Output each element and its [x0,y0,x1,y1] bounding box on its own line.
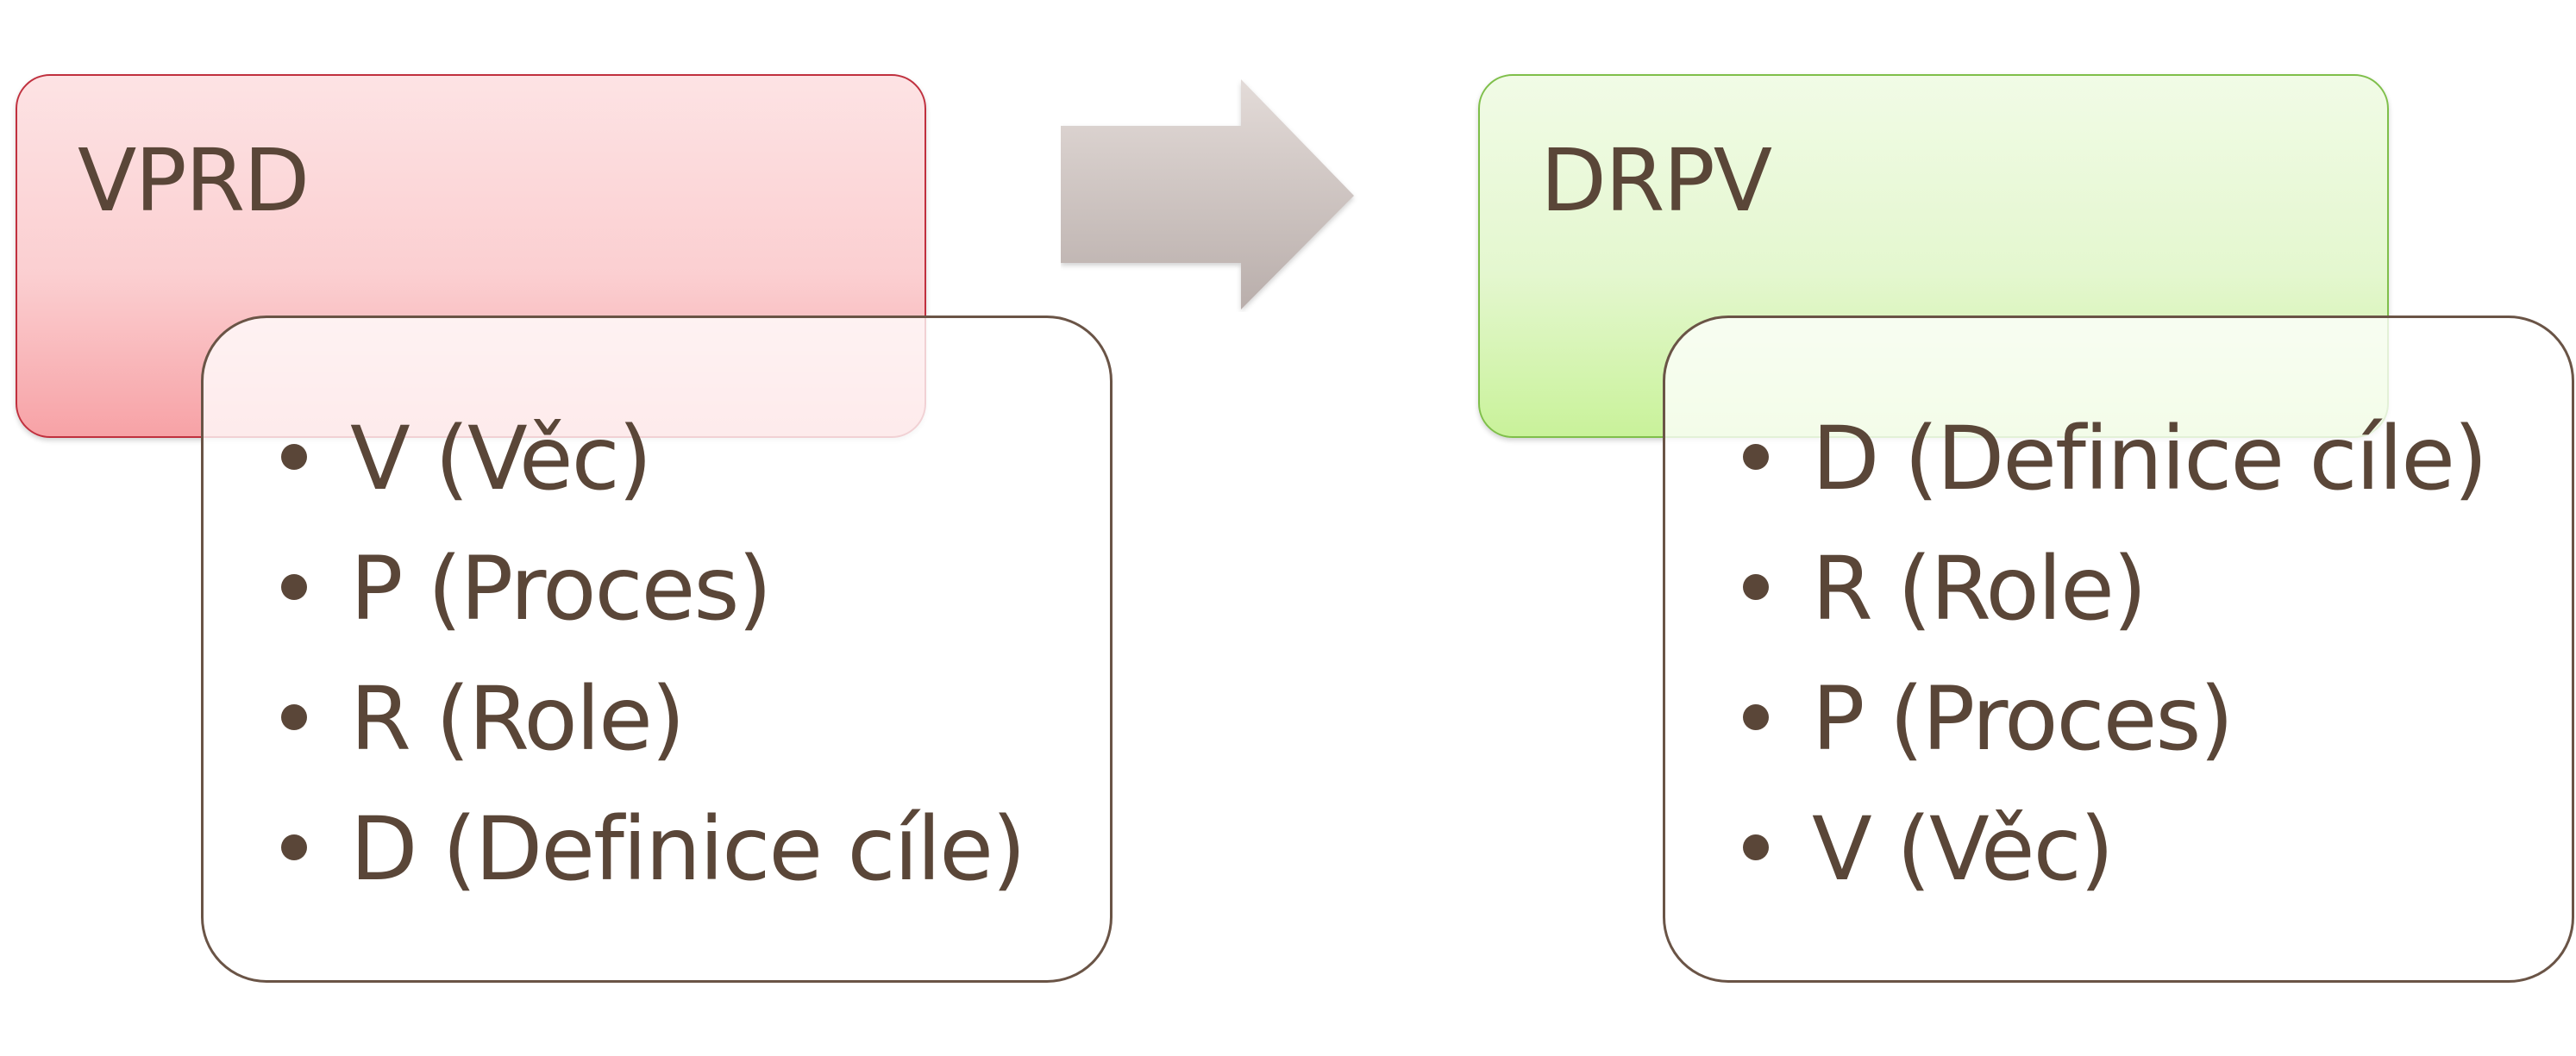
right-list-item: R (Role) [1743,524,2486,654]
right-list-item: P (Proces) [1743,654,2486,784]
bullet-icon [1743,574,1769,600]
right-header-title: DRPV [1540,130,1772,231]
bullet-icon [1743,834,1769,860]
left-header-title: VPRD [78,130,310,231]
right-item-text: D (Definice cíle) [1812,408,2488,510]
left-bullet-list: V (Věc) P (Proces) R (Role) D (Definice … [281,394,1026,915]
left-content-box: V (Věc) P (Proces) R (Role) D (Definice … [201,316,1113,983]
right-list-item: D (Definice cíle) [1743,394,2488,524]
left-list-item: R (Role) [281,654,1025,784]
left-list-item: D (Definice cíle) [281,784,1026,915]
left-item-text: V (Věc) [350,408,652,510]
bullet-icon [281,444,307,470]
bullet-icon [281,574,307,600]
right-item-text: V (Věc) [1812,798,2114,901]
right-arrow-icon [1061,79,1354,309]
bullet-icon [281,834,307,860]
right-content-box: D (Definice cíle) R (Role) P (Proces) V … [1663,316,2574,983]
left-list-item: P (Proces) [281,524,1025,654]
left-list-item: V (Věc) [281,394,1025,524]
left-item-text: R (Role) [350,668,686,771]
left-item-text: D (Definice cíle) [350,798,1026,901]
bullet-icon [1743,444,1769,470]
bullet-icon [1743,704,1769,730]
right-list-item: V (Věc) [1743,784,2486,915]
bullet-icon [281,704,307,730]
right-item-text: R (Role) [1812,538,2147,640]
right-item-text: P (Proces) [1812,668,2234,771]
left-item-text: P (Proces) [350,538,772,640]
right-bullet-list: D (Definice cíle) R (Role) P (Proces) V … [1743,394,2488,915]
